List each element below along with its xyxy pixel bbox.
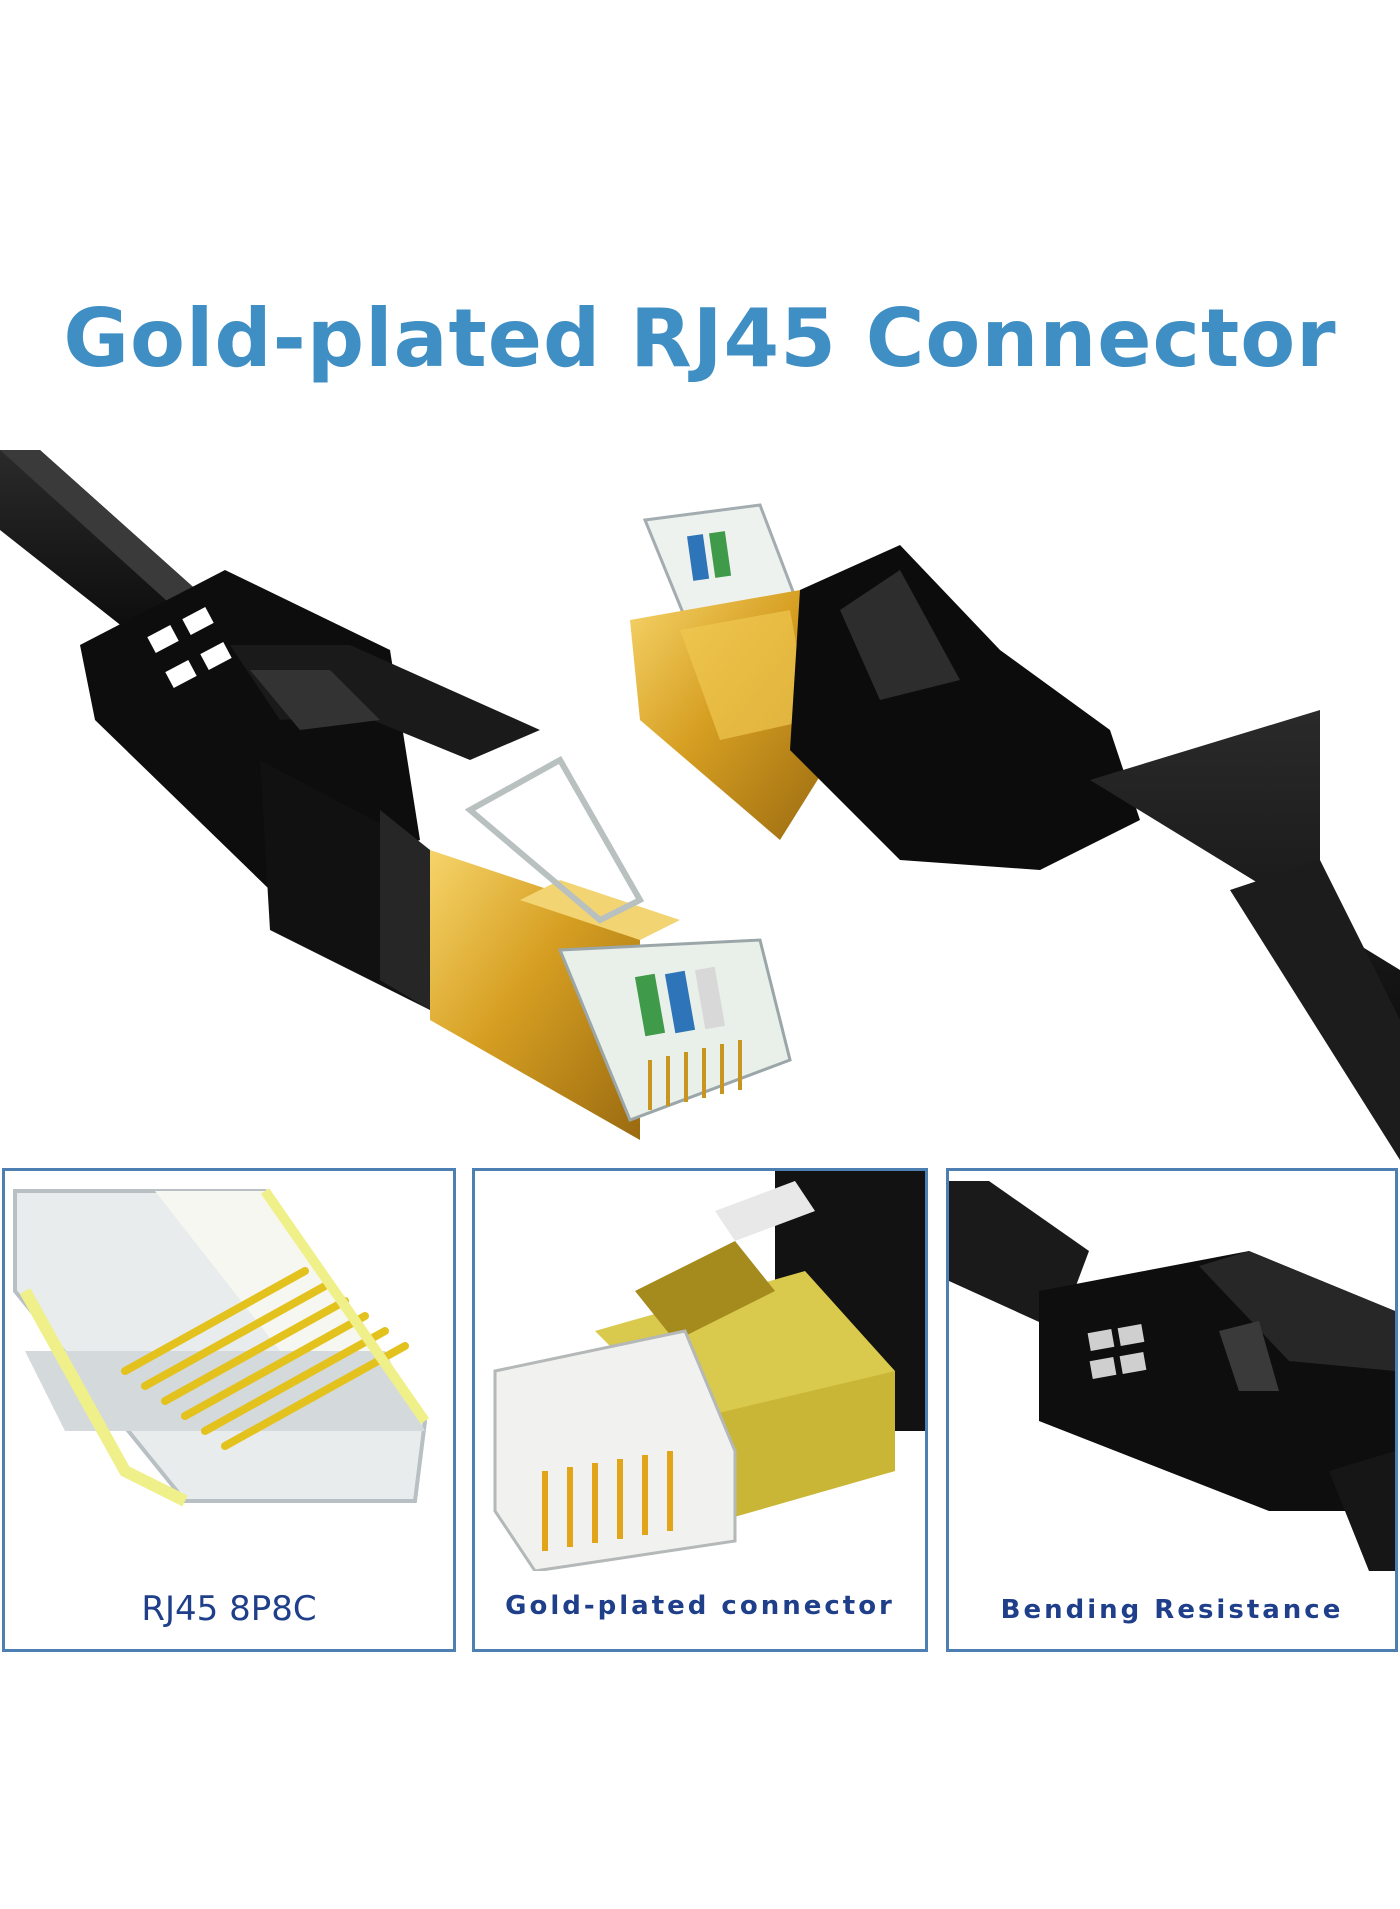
panel-caption: Bending Resistance (1000, 1595, 1344, 1625)
gold-plated-plug-image (493, 1171, 925, 1571)
feature-panel-rj45: RJ45 8P8C (2, 1168, 456, 1652)
panel-caption: Gold-plated connector (505, 1591, 895, 1621)
left-cable (0, 450, 792, 1140)
page-title: Gold-plated RJ45 Connector (63, 292, 1337, 385)
flat-cable-bend-image (949, 1181, 1395, 1571)
right-cable (630, 503, 1400, 1160)
feature-panel-gold: Gold-plated connector (472, 1168, 928, 1652)
hero-cable-image (0, 450, 1400, 1160)
feature-panel-bending: Bending Resistance (946, 1168, 1398, 1652)
rj45-contacts-image (13, 1188, 430, 1507)
panel-caption: RJ45 8P8C (141, 1589, 317, 1629)
